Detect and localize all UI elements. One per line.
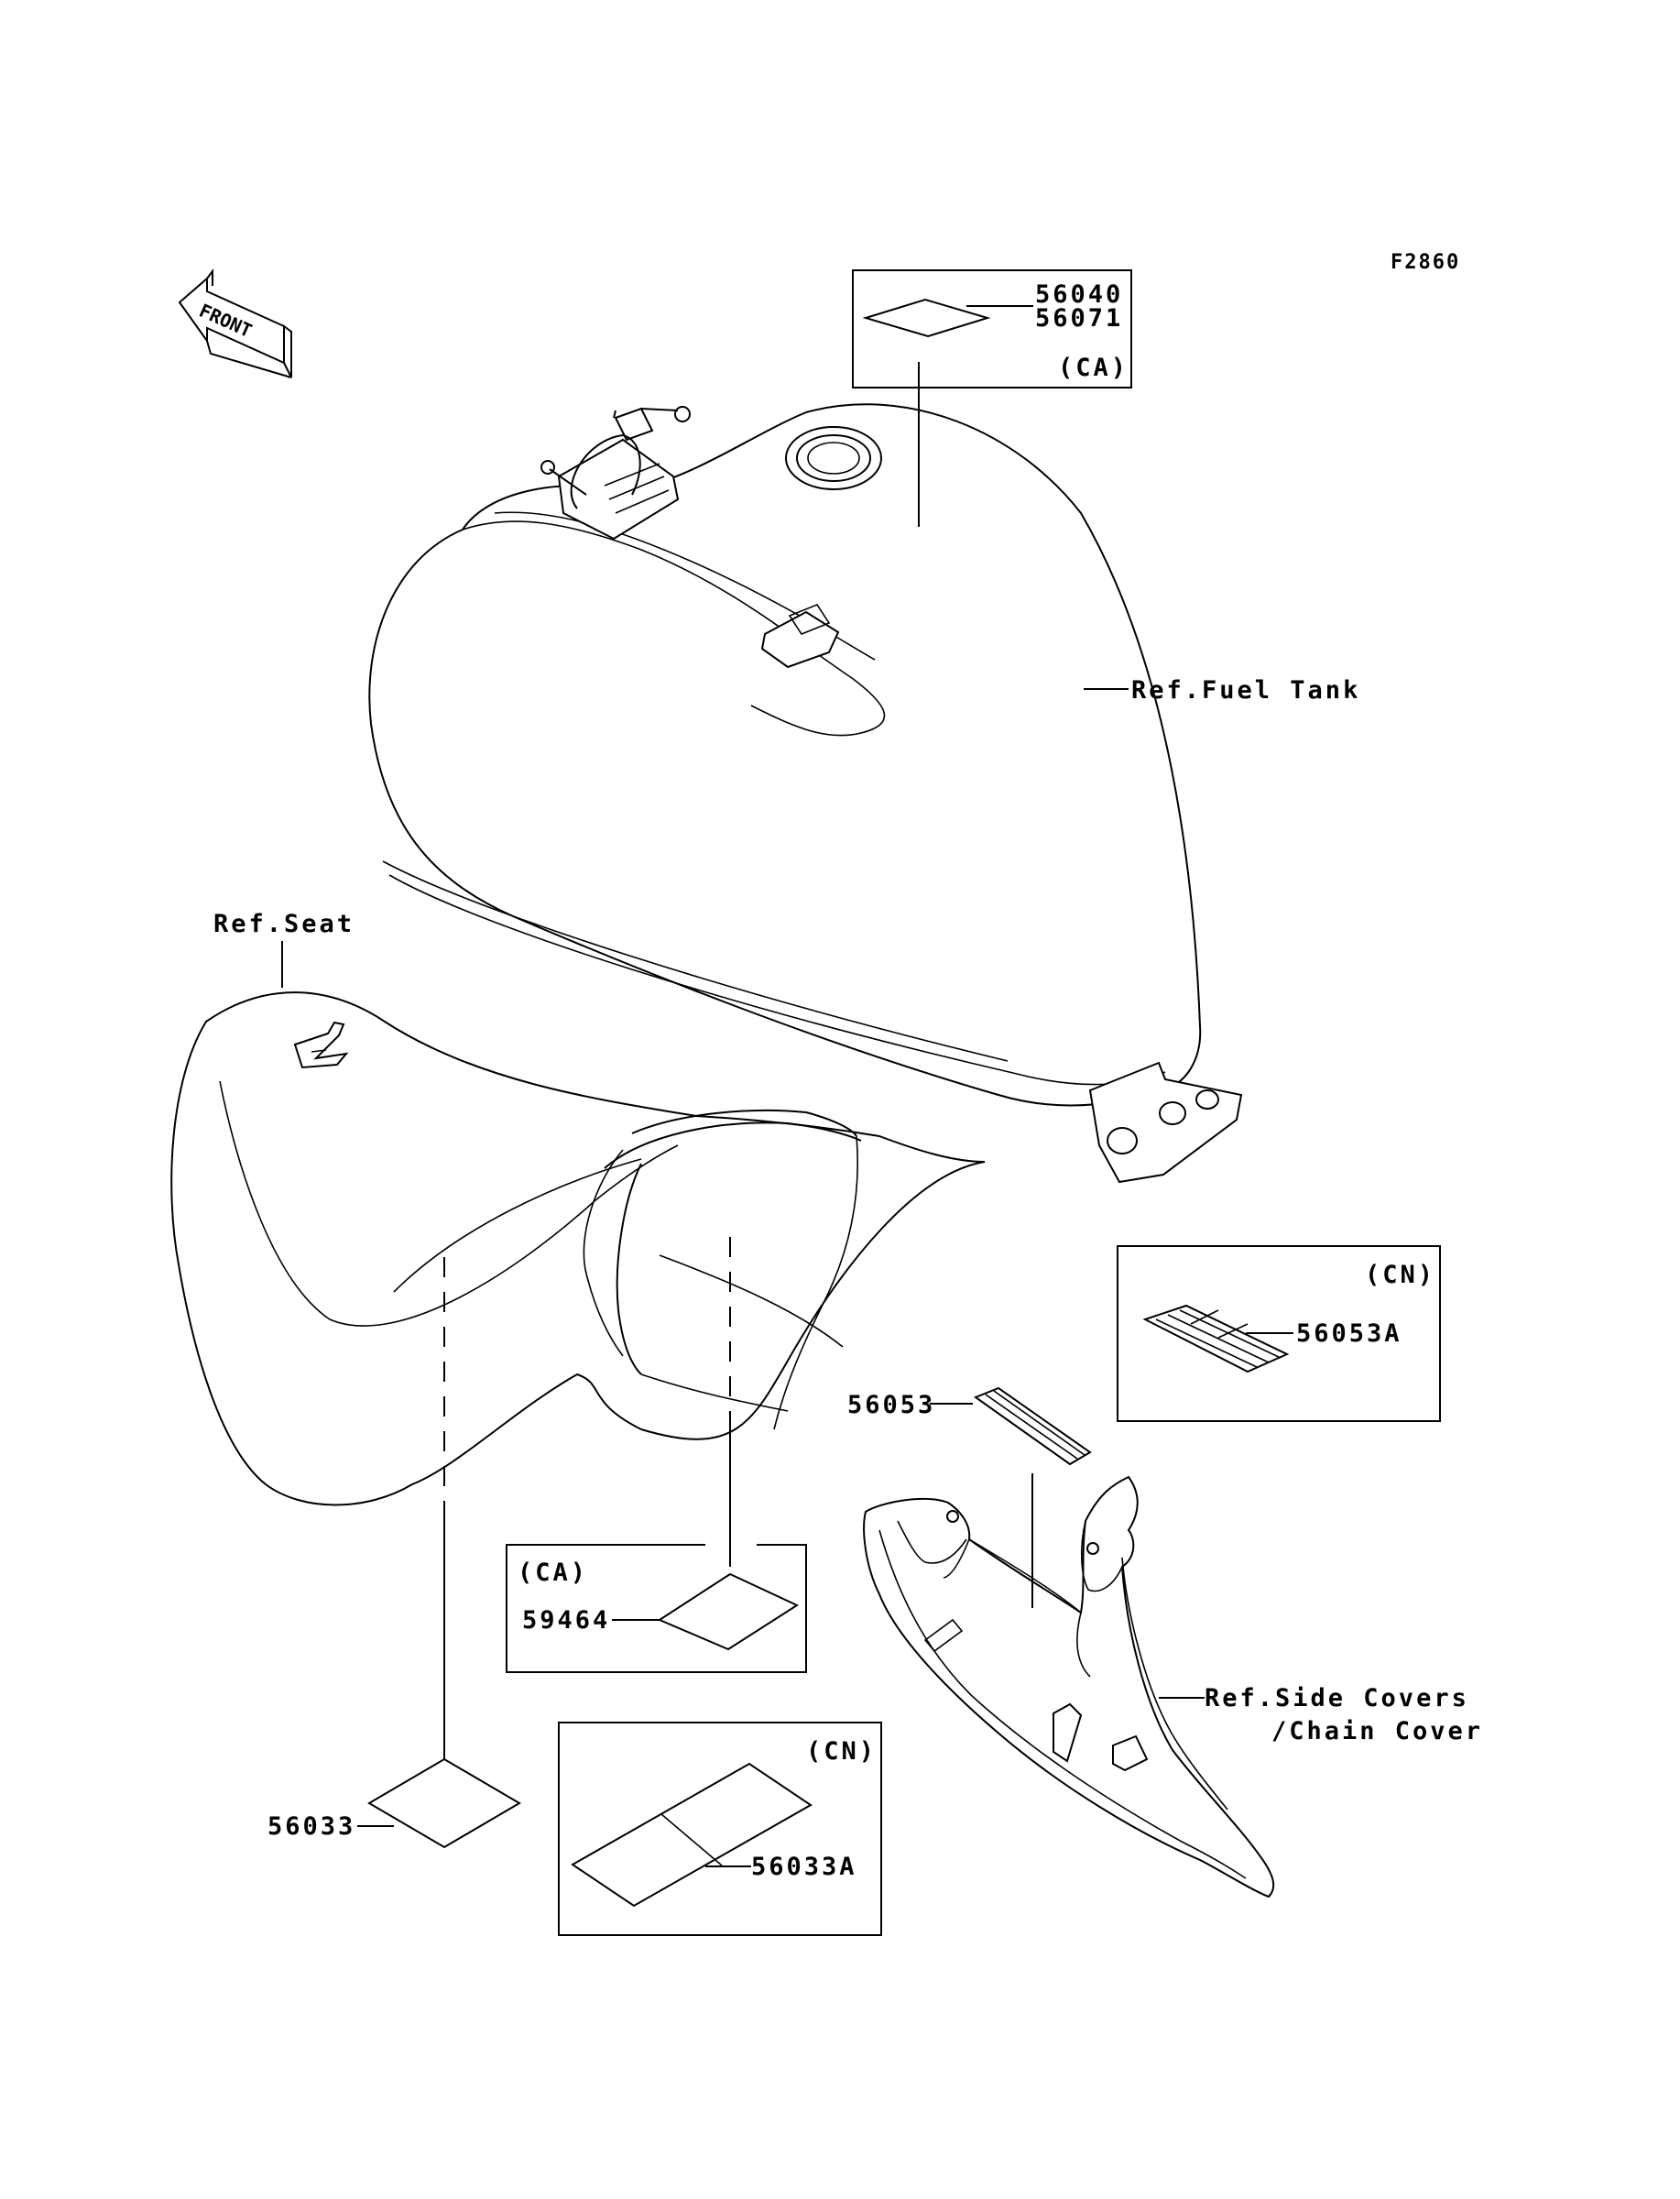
ref-chain-cover: /Chain Cover — [1271, 1717, 1483, 1745]
ref-seat: Ref.Seat — [213, 910, 355, 938]
ref-side-covers: Ref.Side Covers — [1205, 1684, 1469, 1712]
part-56040: 56040 — [1035, 280, 1123, 309]
part-59464: 59464 — [522, 1606, 610, 1635]
label-56033: 56033 — [267, 1757, 521, 1849]
part-56033A: 56033A — [751, 1853, 857, 1881]
label-box-ca-top: 56040 56071 (CA) — [852, 269, 1132, 388]
front-arrow-icon: FRONT — [178, 268, 292, 378]
region-ca-top: (CA) — [1058, 354, 1129, 382]
part-56053A: 56053A — [1296, 1319, 1402, 1348]
region-cn-bottom: (CN) — [806, 1737, 877, 1766]
figure-id: F2860 — [1391, 251, 1460, 274]
label-box-ca-mid: (CA) 59464 — [506, 1544, 807, 1673]
part-56033: 56033 — [267, 1812, 355, 1841]
region-cn-right: (CN) — [1365, 1261, 1435, 1289]
label-box-cn-bottom: (CN) 56033A — [558, 1722, 882, 1936]
region-ca-mid: (CA) — [518, 1559, 588, 1587]
ref-fuel-tank: Ref.Fuel Tank — [1131, 676, 1360, 705]
part-56053: 56053 — [847, 1391, 935, 1419]
side-cover-drawing — [863, 1475, 1275, 1898]
label-56053: 56053 — [847, 1386, 1092, 1466]
fuel-tank-drawing — [368, 403, 1243, 1184]
label-box-cn-right: (CN) 56053A — [1117, 1245, 1441, 1422]
seat-drawing — [170, 991, 986, 1506]
part-56071: 56071 — [1035, 304, 1123, 333]
